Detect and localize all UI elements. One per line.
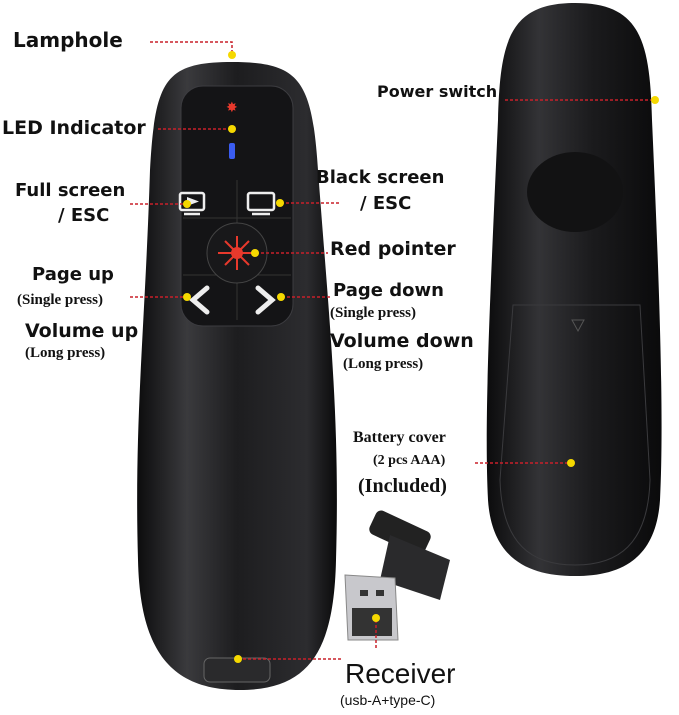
label-red-pointer: Red pointer xyxy=(330,238,456,260)
label-page-up: Page up xyxy=(32,264,114,285)
label-battery-cover: Battery cover xyxy=(353,429,446,446)
chevron-left-icon xyxy=(189,285,210,315)
label-page-up-note: (Single press) xyxy=(17,292,103,308)
label-receiver: Receiver xyxy=(345,658,456,689)
label-volume-down: Volume down xyxy=(330,330,474,352)
usb-receiver xyxy=(344,510,450,641)
label-volume-down-note: (Long press) xyxy=(343,356,424,372)
battery-cover-outline xyxy=(499,304,651,566)
label-page-down: Page down xyxy=(333,280,444,301)
black-screen-icon xyxy=(246,191,276,216)
label-black-screen: Black screen xyxy=(316,167,445,188)
back-grip xyxy=(527,152,623,232)
arrow-down-icon xyxy=(571,319,585,333)
label-volume-up-note: (Long press) xyxy=(25,345,106,361)
led-indicator xyxy=(229,143,235,159)
laser-led-icon: ✸ xyxy=(226,99,238,115)
label-full-screen: Full screen xyxy=(15,180,126,201)
label-battery-included: (Included) xyxy=(358,475,447,497)
label-lamphole: Lamphole xyxy=(13,28,123,52)
label-full-screen-esc: / ESC xyxy=(58,205,110,226)
label-page-down-note: (Single press) xyxy=(330,305,416,321)
label-black-screen-esc: / ESC xyxy=(360,193,412,214)
label-receiver-note: (usb-A+type-C) xyxy=(340,692,436,708)
marker-dots xyxy=(183,51,659,663)
label-power-switch: Power switch xyxy=(377,82,498,101)
label-volume-up: Volume up xyxy=(25,320,139,342)
label-battery-note: (2 pcs AAA) xyxy=(373,453,446,468)
chevron-right-icon xyxy=(255,285,276,315)
presenter-back xyxy=(486,3,662,576)
fullscreen-icon xyxy=(178,191,206,216)
leader-lines xyxy=(130,41,655,660)
label-led-indicator: LED Indicator xyxy=(2,117,146,139)
